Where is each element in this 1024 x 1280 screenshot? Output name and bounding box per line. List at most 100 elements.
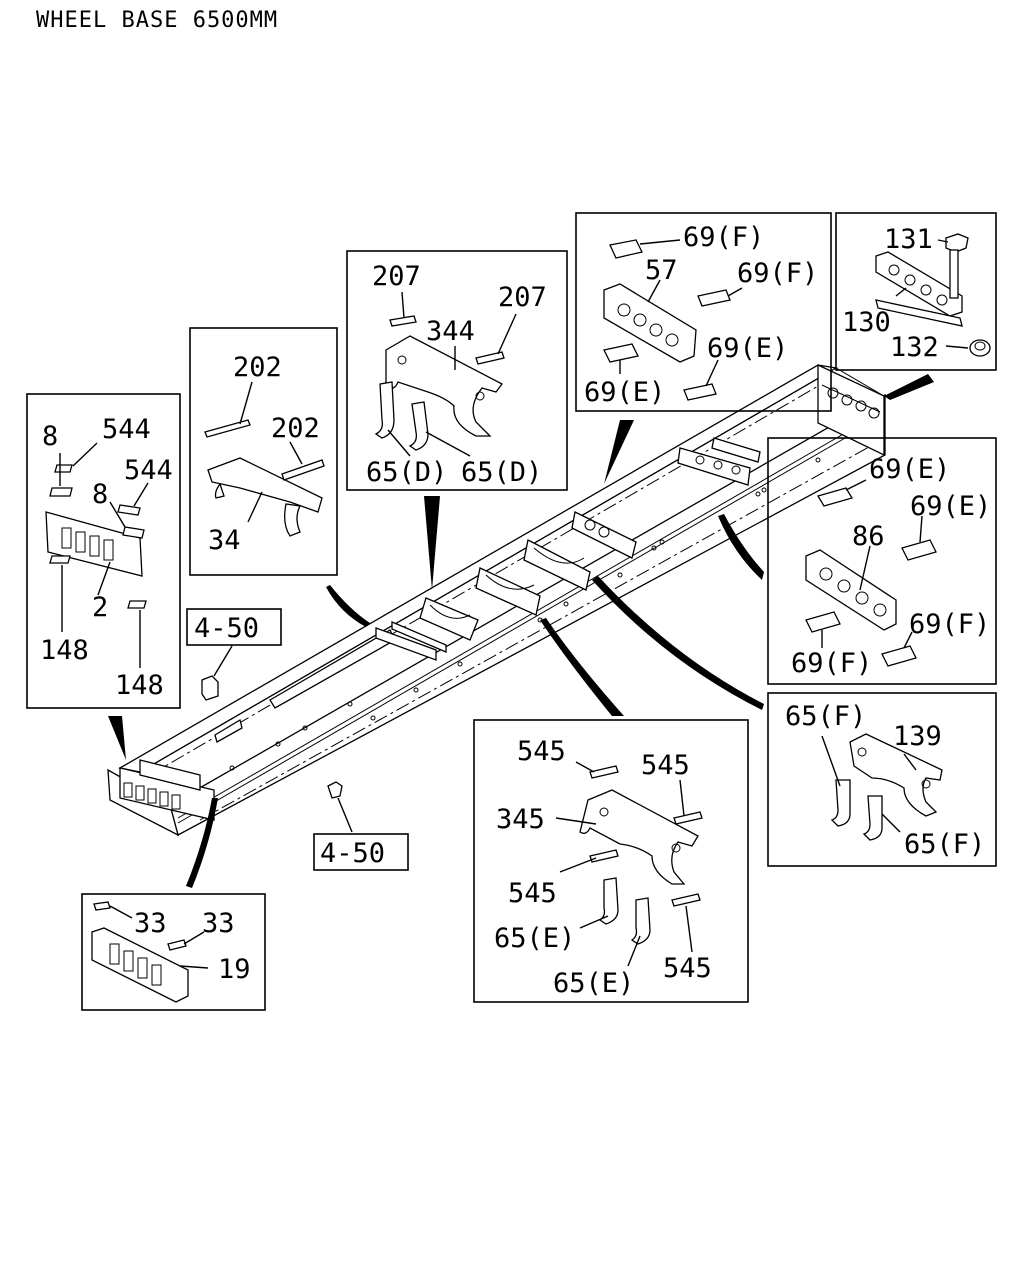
callout-label: 69(F) xyxy=(791,648,872,679)
callout-label: 65(F) xyxy=(904,829,985,860)
pointer-wedge xyxy=(592,576,764,710)
callout-label: 69(F) xyxy=(683,222,764,253)
plate-545 xyxy=(589,849,619,863)
callout-label: 86 xyxy=(852,521,885,552)
pointer-wedge xyxy=(186,798,218,888)
group-crossmember-202: 202 202 34 xyxy=(189,327,338,576)
crossmember-34 xyxy=(207,457,323,513)
bumper-19 xyxy=(91,927,189,1003)
plate-545 xyxy=(673,811,703,825)
callout-label: 65(D) xyxy=(366,457,447,488)
bracket-65F xyxy=(862,795,883,841)
callout-label: 545 xyxy=(517,736,566,767)
crossmember-130 xyxy=(875,251,963,317)
callout-label: 8 xyxy=(92,479,108,510)
plate-33 xyxy=(167,939,187,951)
group-front-bumper: 33 33 19 xyxy=(81,893,266,1011)
callout-label: 345 xyxy=(496,804,545,835)
group-frame xyxy=(767,437,997,685)
plate-8 xyxy=(49,487,73,497)
reference-4-50-lower[interactable]: 4-50 xyxy=(313,833,409,871)
callout-label: 65(E) xyxy=(553,968,634,999)
callout-label: 148 xyxy=(115,670,164,701)
plate-69F xyxy=(881,645,917,667)
plate-545 xyxy=(589,765,619,779)
group-rear-end: 131 130 132 xyxy=(835,212,997,371)
plate-69E xyxy=(603,343,639,363)
plate-69E xyxy=(683,383,717,401)
pointer-wedge xyxy=(108,716,126,760)
plate-202 xyxy=(204,419,251,438)
pointer-wedge xyxy=(326,585,370,627)
callout-label: 69(E) xyxy=(584,377,665,408)
group-frame xyxy=(473,719,749,1003)
crossmember-2 xyxy=(45,511,143,577)
bolt-131 xyxy=(945,233,969,253)
bracket-65D xyxy=(374,381,395,439)
plate-69E xyxy=(901,539,937,561)
group-crossmember-344: 207 207 344 65(D) 65(D) xyxy=(346,250,568,491)
pointer-wedge xyxy=(884,374,934,400)
group-front-end: 8 544 544 8 2 148 148 xyxy=(26,393,181,709)
callout-label: 57 xyxy=(645,255,678,286)
plate-148 xyxy=(49,555,71,564)
plate-69F xyxy=(805,611,841,633)
callout-label: 148 xyxy=(40,635,89,666)
bracket-65E xyxy=(598,877,619,925)
callout-label: 202 xyxy=(233,352,282,383)
group-frame xyxy=(835,212,997,371)
group-frame xyxy=(189,327,338,576)
callout-label: 2 xyxy=(92,592,108,623)
callout-label: 207 xyxy=(372,261,421,292)
callout-label: 69(F) xyxy=(737,258,818,289)
group-frame xyxy=(346,250,568,491)
pointer-wedge xyxy=(718,514,764,580)
plate-148 xyxy=(127,600,147,609)
plate-69F xyxy=(697,289,731,307)
plate-545 xyxy=(671,893,701,907)
nut-132 xyxy=(969,339,991,357)
callout-label: 69(E) xyxy=(869,454,950,485)
plate-8 xyxy=(122,526,145,539)
callout-label: 19 xyxy=(218,954,251,985)
plate-544 xyxy=(54,464,73,473)
callout-label: 139 xyxy=(893,721,942,752)
callout-label: 545 xyxy=(641,750,690,781)
bracket-65E xyxy=(630,897,651,945)
callout-label: 34 xyxy=(208,525,241,556)
callout-label: 65(F) xyxy=(785,701,866,732)
callout-label: 545 xyxy=(508,878,557,909)
group-crossmember-86: 69(E) 69(E) 86 69(F) 69(F) xyxy=(767,437,997,685)
group-frame xyxy=(81,893,266,1011)
plate-33 xyxy=(93,901,111,911)
group-crossmember-57: 69(F) 57 69(F) 69(E) 69(E) xyxy=(575,212,832,412)
callout-label: 344 xyxy=(426,316,475,347)
callout-label: 131 xyxy=(884,224,933,255)
callout-label: 69(E) xyxy=(707,333,788,364)
callout-label: 132 xyxy=(890,332,939,363)
group-frame xyxy=(767,692,997,867)
bracket-part xyxy=(201,675,219,701)
callout-label: 65(E) xyxy=(494,923,575,954)
reference-4-50-upper[interactable]: 4-50 xyxy=(186,608,282,646)
plate-69F xyxy=(609,239,643,259)
bracket-65F xyxy=(830,779,851,827)
crossmember-345 xyxy=(579,789,699,885)
callout-label: 33 xyxy=(134,908,167,939)
plate-544 xyxy=(117,504,141,516)
group-crossmember-139: 65(F) 139 65(F) xyxy=(767,692,997,867)
pointer-wedge xyxy=(604,420,634,484)
reference-label: 4-50 xyxy=(194,613,259,644)
diagram-title: WHEEL BASE 6500MM xyxy=(36,8,278,33)
pointer-wedge xyxy=(424,496,440,590)
crossmember-57 xyxy=(603,283,697,363)
callout-label: 207 xyxy=(498,282,547,313)
callout-label: 545 xyxy=(663,953,712,984)
plate-207 xyxy=(389,315,417,327)
crossmember-139 xyxy=(849,733,943,817)
group-crossmember-345: 545 545 345 545 65(E) 65(E) 545 xyxy=(473,719,749,1003)
plate-207 xyxy=(475,351,505,365)
bracket-65D xyxy=(408,401,429,451)
group-frame xyxy=(26,393,181,709)
